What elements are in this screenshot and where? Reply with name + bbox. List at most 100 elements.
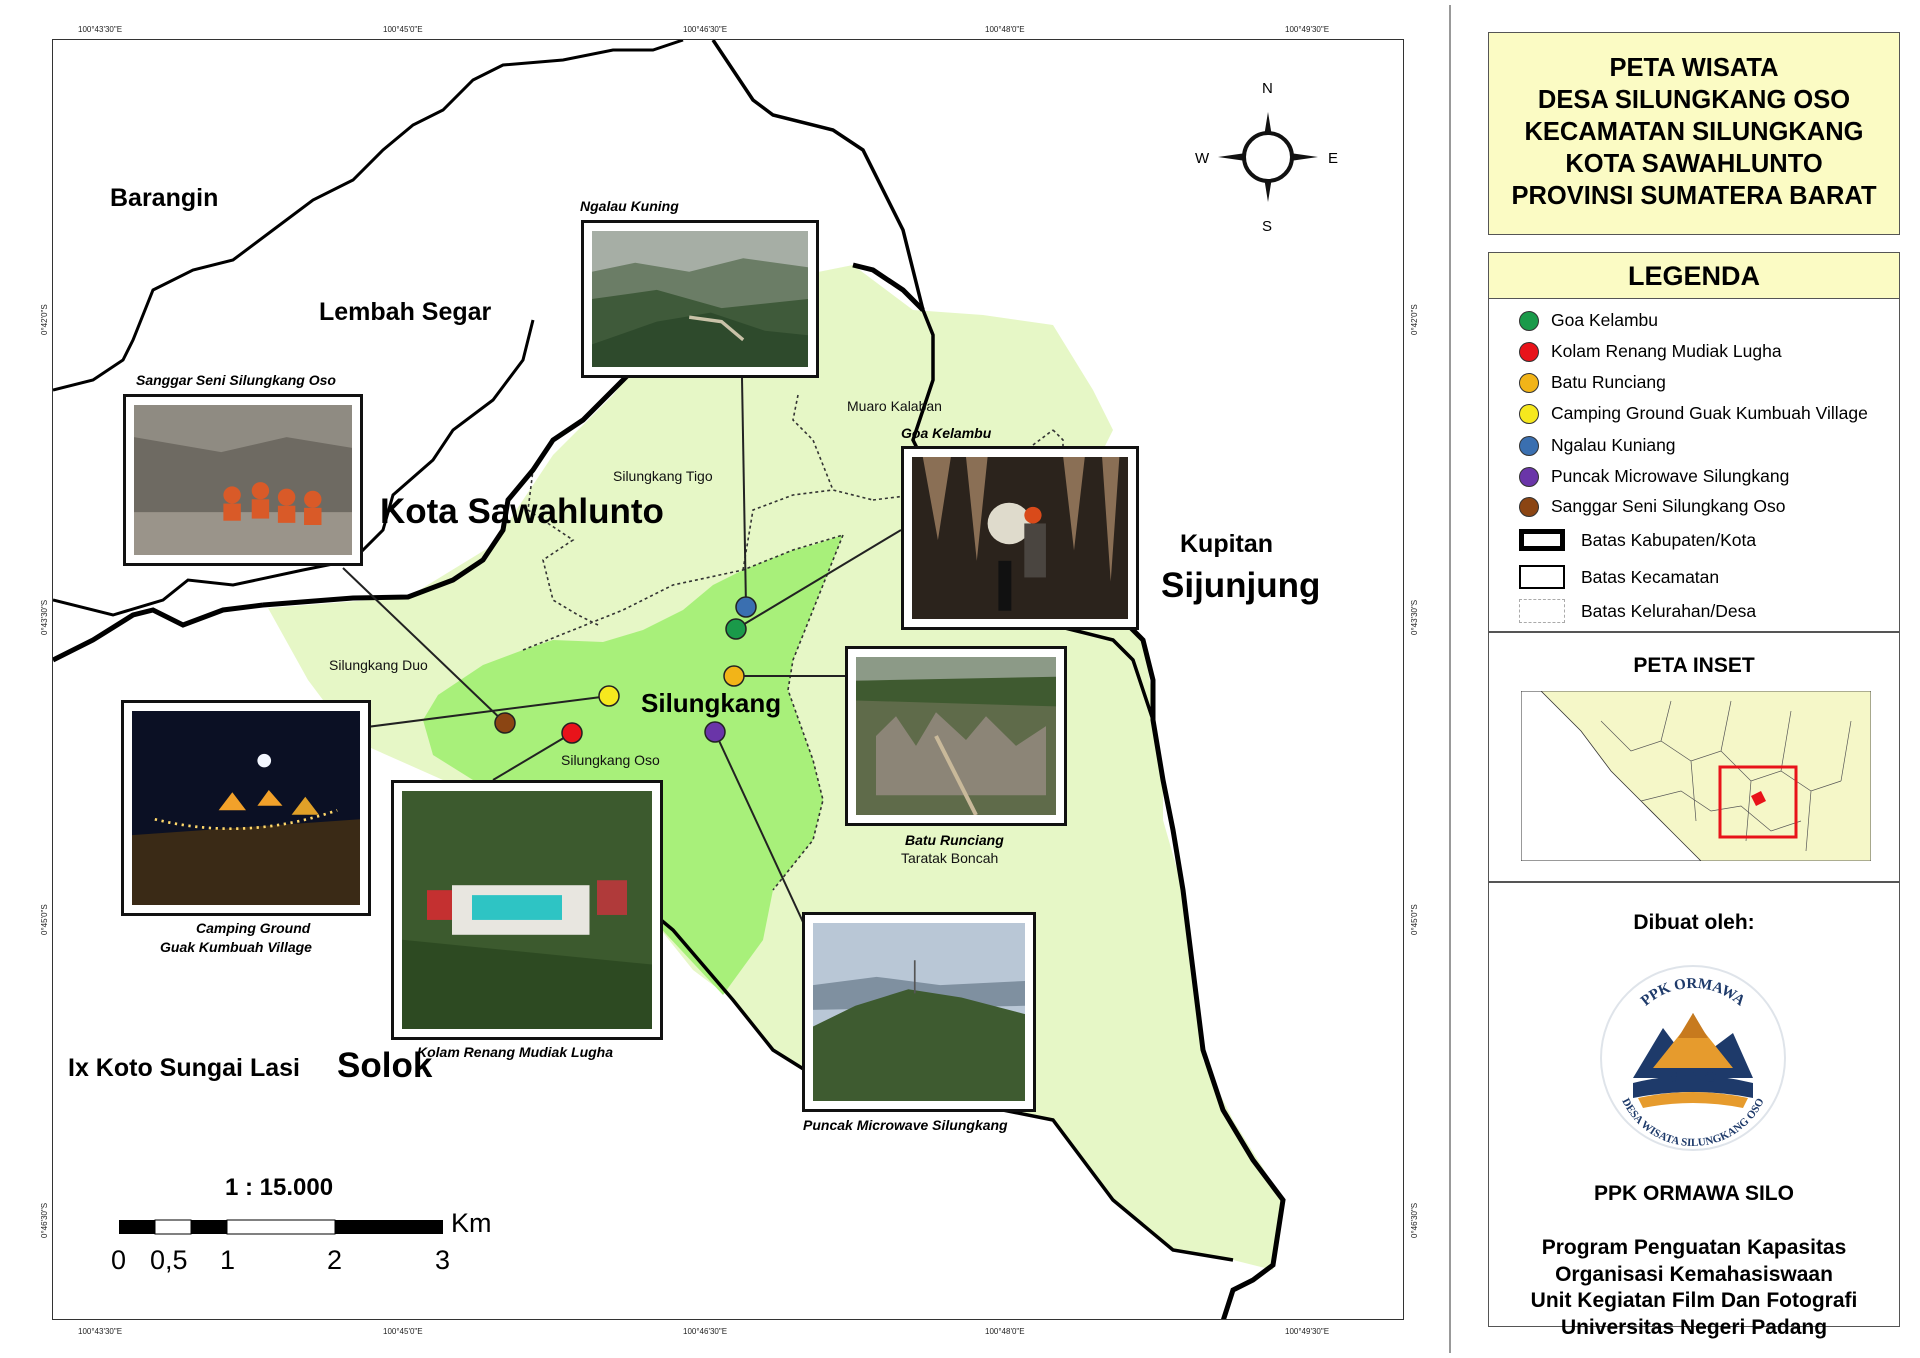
- legend-label-kabupaten: Batas Kabupaten/Kota: [1581, 529, 1757, 550]
- legend-swatch-kecamatan: [1519, 565, 1565, 589]
- caption-batu: Batu Runciang: [905, 832, 1004, 848]
- coord-top-5: 100°49'30"E: [1285, 25, 1330, 34]
- region-silungkang: Silungkang: [641, 688, 782, 718]
- coord-top-2: 100°45'0"E: [383, 25, 423, 34]
- program-line-1: Program Penguatan Kapasitas: [1541, 1236, 1847, 1259]
- legend-dot-puncak: [1519, 466, 1539, 487]
- title-box: PETA WISATA DESA SILUNGKANG OSO KECAMATA…: [1488, 32, 1900, 235]
- legend-label-kolam: Kolam Renang Mudiak Lugha: [1551, 341, 1782, 361]
- scale-bar-graphic: [119, 1219, 443, 1235]
- scale-unit: Km: [451, 1208, 492, 1238]
- caption-camping-1: Camping Ground: [196, 920, 311, 936]
- side-panel: PETA WISATA DESA SILUNGKANG OSO KECAMATA…: [1488, 32, 1900, 1339]
- caption-kolam: Kolam Renang Mudiak Lugha: [417, 1044, 614, 1060]
- desa-area: [423, 535, 843, 995]
- legend-dot-batu: [1519, 372, 1539, 393]
- coord-bottom-4: 100°48'0"E: [985, 1327, 1025, 1336]
- legend-label-camping: Camping Ground Guak Kumbuah Village: [1551, 403, 1868, 423]
- scale-tick-2: 2: [327, 1245, 343, 1275]
- caption-camping-2: Guak Kumbuah Village: [160, 939, 312, 955]
- program-line-4: Universitas Negeri Padang: [1560, 1315, 1828, 1339]
- coord-right-4: 0°46'30"S: [1410, 1202, 1419, 1238]
- map-frame: N S W E Barangin Lembah Segar Kota Sawah…: [52, 39, 1404, 1320]
- legend-item-goa: Goa Kelambu: [1519, 310, 1658, 331]
- desa-boundary: [522, 394, 1064, 891]
- village-silungkang-tigo: Silungkang Tigo: [613, 468, 713, 484]
- caption-ngalau: Ngalau Kuning: [580, 198, 679, 214]
- title-line-2: DESA SILUNGKANG OSO: [1537, 86, 1851, 114]
- title-line-1: PETA WISATA: [1609, 54, 1779, 82]
- scale-tick-3: 3: [435, 1245, 451, 1275]
- coord-bottom-5: 100°49'30"E: [1285, 1327, 1330, 1336]
- coord-top-4: 100°48'0"E: [985, 25, 1025, 34]
- region-sijunjung: Sijunjung: [1161, 566, 1321, 605]
- legend-dot-ngalau: [1519, 435, 1539, 456]
- logo-image: PPK ORMAWA S I L O DESA WISATA SILUNGKAN…: [1600, 965, 1786, 1151]
- inset-title: PETA INSET: [1633, 654, 1755, 677]
- coord-left-2: 0°43'30"S: [40, 599, 49, 635]
- photo-camping-image: [132, 711, 360, 905]
- legend-item-camping: Camping Ground Guak Kumbuah Village: [1519, 403, 1868, 424]
- marker-sanggar: [494, 712, 516, 734]
- leader-lines: [342, 377, 902, 949]
- caption-goa: Goa Kelambu: [901, 425, 992, 441]
- photo-ngalau: [581, 220, 819, 378]
- legend-dot-camping: [1519, 403, 1539, 424]
- photo-sanggar-image: [134, 405, 352, 555]
- village-taratak-boncah: Taratak Boncah: [901, 850, 999, 866]
- coord-top-3: 100°46'30"E: [683, 25, 728, 34]
- scale-ratio: 1 : 15.000: [225, 1174, 334, 1201]
- panel-divider: [1449, 5, 1451, 1353]
- legend-dot-sanggar: [1519, 496, 1539, 517]
- photo-puncak-image: [813, 923, 1025, 1101]
- kabupaten-boundary: [53, 262, 1286, 1319]
- compass-n: N: [1262, 80, 1273, 97]
- marker-puncak: [704, 721, 726, 743]
- legend-swatch-kabupaten: [1519, 529, 1565, 551]
- legend-swatch-kelurahan: [1519, 599, 1565, 623]
- coord-bottom-3: 100°46'30"E: [683, 1327, 728, 1336]
- legend-item-kolam: Kolam Renang Mudiak Lugha: [1519, 341, 1782, 362]
- coord-top-1: 100°43'30"E: [78, 25, 123, 34]
- title-block: PETA WISATA DESA SILUNGKANG OSO KECAMATA…: [1489, 52, 1899, 212]
- compass-e: E: [1328, 150, 1339, 167]
- inset-box: PETA INSET: [1488, 632, 1900, 882]
- credits-box: Dibuat oleh: PPK ORMAWA S I L O DESA WIS…: [1488, 882, 1900, 1339]
- coord-left-4: 0°46'30"S: [40, 1202, 49, 1238]
- region-solok: Solok: [337, 1046, 433, 1085]
- region-barangin: Barangin: [110, 184, 219, 212]
- region-ix-koto: Ix Koto Sungai Lasi: [68, 1054, 300, 1082]
- marker-kolam: [561, 722, 583, 744]
- legend-label-goa: Goa Kelambu: [1551, 310, 1659, 330]
- village-silungkang-duo: Silungkang Duo: [329, 657, 428, 673]
- photo-batu-image: [856, 657, 1056, 815]
- coord-right-1: 0°42'0"S: [1410, 304, 1419, 335]
- legend-item-ngalau: Ngalau Kuniang: [1519, 435, 1676, 456]
- title-line-5: PROVINSI SUMATERA BARAT: [1511, 182, 1877, 210]
- region-kota-sawahlunto: Kota Sawahlunto: [380, 492, 664, 531]
- inset-map: [1521, 691, 1871, 861]
- compass-w: W: [1195, 150, 1210, 167]
- org-name: PPK ORMAWA SILO: [1594, 1182, 1794, 1205]
- legend-box: LEGENDA Goa Kelambu Kolam Renang Mudiak …: [1488, 252, 1900, 632]
- program-block: Program Penguatan Kapasitas Organisasi K…: [1489, 1235, 1899, 1341]
- photo-kolam-image: [402, 791, 652, 1029]
- photo-camping: [121, 700, 371, 916]
- coord-bottom-1: 100°43'30"E: [78, 1327, 123, 1336]
- legend-item-kelurahan: Batas Kelurahan/Desa: [1519, 599, 1756, 623]
- kabupaten-boundary-north: [53, 40, 684, 617]
- region-kupitan: Kupitan: [1180, 530, 1274, 558]
- photo-goa: [901, 446, 1139, 630]
- scale-tick-05: 0,5: [150, 1245, 188, 1275]
- program-line-3: Unit Kegiatan Film Dan Fotografi: [1530, 1289, 1858, 1312]
- coord-right-2: 0°43'30"S: [1410, 599, 1419, 635]
- marker-goa: [725, 618, 747, 640]
- marker-camping: [598, 685, 620, 707]
- title-line-3: KECAMATAN SILUNGKANG: [1524, 118, 1864, 146]
- coord-right-3: 0°45'0"S: [1410, 904, 1419, 935]
- legend-label-batu: Batu Runciang: [1551, 372, 1666, 392]
- marker-batu: [723, 665, 745, 687]
- caption-sanggar: Sanggar Seni Silungkang Oso: [136, 372, 336, 388]
- region-lembah-segar: Lembah Segar: [319, 298, 492, 326]
- photo-puncak: [802, 912, 1036, 1112]
